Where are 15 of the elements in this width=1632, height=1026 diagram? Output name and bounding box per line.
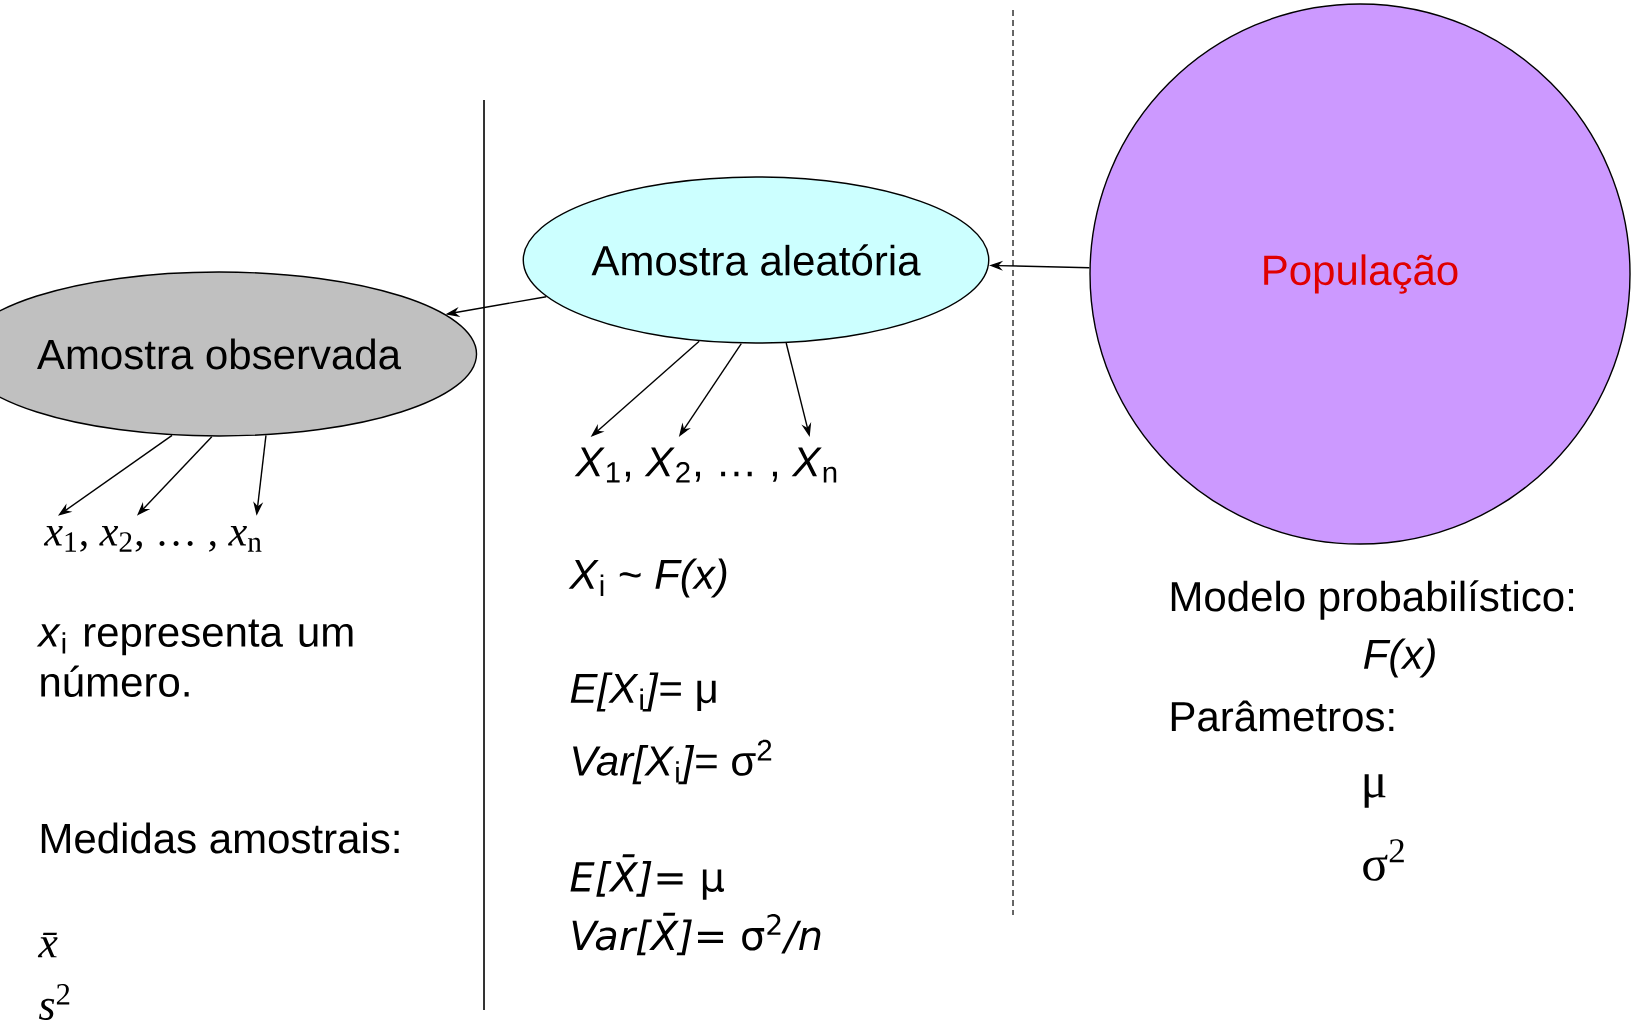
formula-text: Parâmetros: bbox=[1171, 700, 1394, 732]
variable-list: X$_{1}$, X$_{2}$, … , X$_{n}$ bbox=[574, 447, 837, 483]
formula-text: Var[X$_{i}$]= σ$^{2}$ bbox=[573, 739, 772, 785]
formula-text: s$^{2}$ bbox=[38, 984, 70, 1020]
formula-text: E[X̄]= μ bbox=[570, 854, 724, 900]
formula-text: μ bbox=[1364, 774, 1386, 808]
formula-text: σ$^{2}$ bbox=[1363, 839, 1404, 881]
formula-text: F(x) bbox=[1364, 638, 1435, 678]
variable-list: x$_{1}$, x$_{2}$, … , x$_{n}$ bbox=[43, 526, 262, 552]
formula-text: Var[X̄]= σ$^{2}$/n bbox=[572, 912, 821, 956]
formula-text: E[X$_{i}$]= μ bbox=[570, 672, 716, 712]
formula-text: x$_{i}$ representa um número. bbox=[36, 619, 353, 697]
formula-text: x̄ bbox=[37, 932, 58, 958]
formula-text: X$_{i}$ ~ F(x) bbox=[568, 558, 727, 598]
formula-text: Medidas amostrais: bbox=[41, 822, 399, 854]
